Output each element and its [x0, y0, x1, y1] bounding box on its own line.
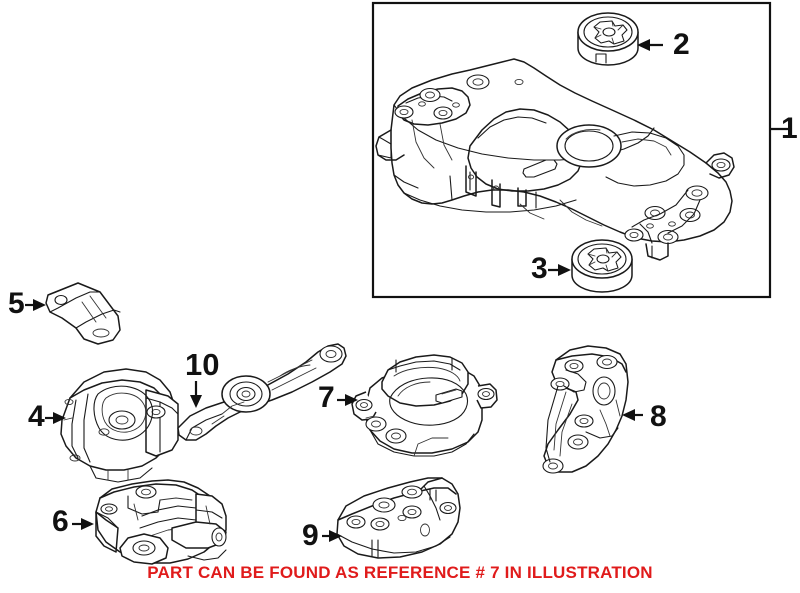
- bolt-hole: [69, 454, 81, 462]
- bolt-boss: [402, 505, 422, 519]
- callout-label-8: 8: [650, 400, 667, 433]
- part-8-engine-support-bracket: [542, 345, 629, 474]
- callout-label-3: 3: [531, 252, 548, 285]
- bolt-boss: [550, 377, 570, 391]
- callout-label-6: 6: [52, 505, 69, 538]
- bolt-hole: [54, 294, 68, 306]
- part-5-mount-bracket-small: [45, 282, 121, 345]
- bolt-boss: [685, 185, 709, 201]
- tube-end: [211, 527, 227, 547]
- callout-label-9: 9: [302, 519, 319, 552]
- bolt-boss: [596, 354, 618, 370]
- center-opening: [592, 376, 616, 406]
- callout-label-4: 4: [28, 400, 45, 433]
- pin-boss: [132, 540, 156, 556]
- bolt-boss: [365, 416, 387, 432]
- bolt-boss: [401, 485, 423, 499]
- bolt-boss: [624, 228, 644, 242]
- bolt-boss: [385, 428, 407, 444]
- callout-leader-2: [637, 39, 663, 51]
- bolt-boss: [433, 106, 453, 120]
- callout-label-5: 5: [8, 287, 25, 320]
- callout-leader-5: [25, 299, 46, 311]
- bolt-boss: [346, 515, 366, 529]
- bolt-boss: [439, 501, 457, 515]
- callout-leader-9: [322, 530, 342, 542]
- bolt-boss: [644, 205, 666, 221]
- bolt-hole: [64, 398, 74, 406]
- bushing-eye-small: [319, 345, 343, 363]
- callout-leader-7: [337, 394, 358, 406]
- center-boss: [108, 410, 136, 430]
- bolt-boss: [574, 414, 594, 428]
- callout-leader-6: [72, 518, 94, 530]
- center-hub-opening: [556, 124, 622, 168]
- reference-note: PART CAN BE FOUND AS REFERENCE # 7 IN IL…: [147, 563, 653, 582]
- bolt-boss: [542, 458, 564, 474]
- callout-leader-10: [190, 381, 202, 408]
- callout-label-2: 2: [673, 28, 690, 61]
- part-6-engine-mount-bracket: [95, 479, 227, 565]
- part-7-engine-mount: [351, 354, 498, 457]
- bushing-eye-large: [221, 375, 271, 413]
- part-3-subframe-bushing-lower: [571, 239, 633, 293]
- part-4-transmission-mount: [60, 368, 179, 483]
- part-1-engine-cradle-subframe: [375, 58, 735, 261]
- bolt-boss: [146, 405, 166, 419]
- part-9-transmission-mount-bracket: [336, 477, 461, 559]
- bolt-boss: [100, 503, 118, 515]
- bolt-boss: [355, 398, 373, 412]
- bolt-boss: [567, 434, 589, 450]
- callout-label-7: 7: [318, 381, 335, 414]
- bolt-boss: [477, 387, 495, 401]
- bolt-boss: [135, 485, 157, 499]
- callout-leader-4: [45, 412, 66, 424]
- bolt-boss: [564, 359, 584, 373]
- slot: [435, 388, 463, 404]
- bolt-boss: [466, 74, 490, 90]
- callout-label-10: 10: [185, 347, 219, 382]
- callout-leader-3: [548, 264, 571, 276]
- bolt-hole: [189, 426, 203, 436]
- callout-leader-8: [622, 409, 643, 421]
- bolt-boss: [394, 105, 414, 119]
- bolt-hole: [92, 328, 110, 338]
- callout-label-1: 1: [781, 112, 798, 145]
- bolt-boss: [372, 497, 396, 513]
- bolt-boss: [679, 207, 701, 223]
- part-2-subframe-bushing-upper: [577, 12, 639, 66]
- part-10-torque-strut-pendulum-arm: [177, 343, 347, 441]
- bolt-boss: [370, 517, 390, 531]
- bolt-boss: [419, 87, 441, 103]
- bolt-boss: [711, 158, 731, 172]
- subframe-assembly-box: [371, 1, 772, 299]
- oval-hole: [420, 523, 430, 537]
- oval-slot: [522, 159, 558, 178]
